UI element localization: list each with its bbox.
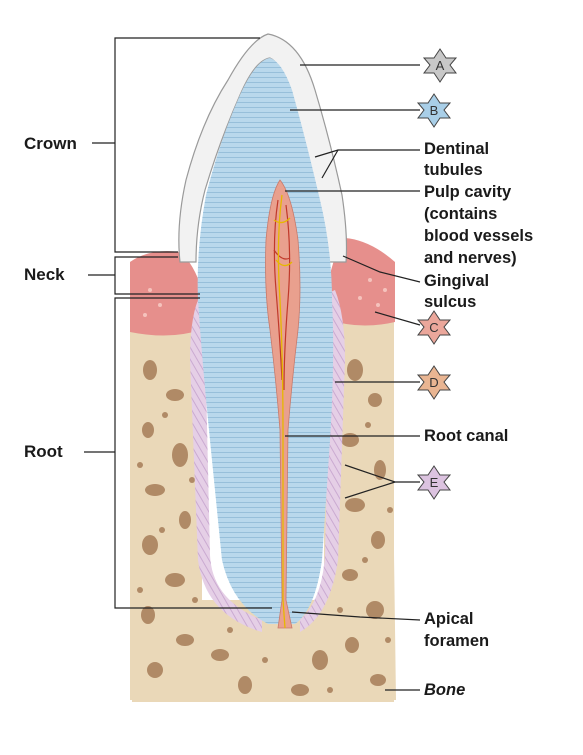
root-canal-label: Root canal xyxy=(424,427,509,445)
root-label: Root xyxy=(24,442,63,461)
marker-a-label: A xyxy=(436,58,445,73)
crown-label: Crown xyxy=(24,134,77,153)
marker-e-label: E xyxy=(430,475,439,490)
bone-label: Bone xyxy=(424,681,466,699)
pulp-cavity xyxy=(265,179,301,629)
marker-e-icon: E xyxy=(416,465,452,500)
pulp-cavity-label-line1: Pulp cavity xyxy=(424,183,512,201)
enamel xyxy=(178,33,348,263)
marker-c-icon: C xyxy=(416,310,452,345)
gingival-sulcus-label-line2: sulcus xyxy=(424,293,477,311)
marker-c-label: C xyxy=(429,320,438,335)
dentinal-tubules-label-line2: tubules xyxy=(424,161,483,179)
periodontal-ligament xyxy=(190,290,345,632)
marker-d-label: D xyxy=(429,375,438,390)
bone-spots xyxy=(137,359,393,696)
apical-foramen-label-line1: Apical xyxy=(424,610,474,628)
marker-b-icon: B xyxy=(416,93,452,128)
pulp-cavity-label-line4: and nerves) xyxy=(424,249,517,267)
marker-a-icon: A xyxy=(422,48,458,83)
pulp-cavity-label-line2: (contains xyxy=(424,205,498,223)
apical-foramen-label-line2: foramen xyxy=(424,632,490,650)
pulp-cavity-label-line3: blood vessels xyxy=(424,227,534,245)
leader-lines xyxy=(285,64,421,691)
region-brackets xyxy=(84,37,272,609)
dentinal-tubules-label-line1: Dentinal xyxy=(424,140,490,158)
bone xyxy=(130,245,396,702)
neck-label: Neck xyxy=(24,265,65,284)
gingival-sulcus-label-line1: Gingival xyxy=(424,272,490,290)
marker-b-label: B xyxy=(430,103,439,118)
dentin xyxy=(197,58,334,624)
marker-d-icon: D xyxy=(416,365,452,400)
